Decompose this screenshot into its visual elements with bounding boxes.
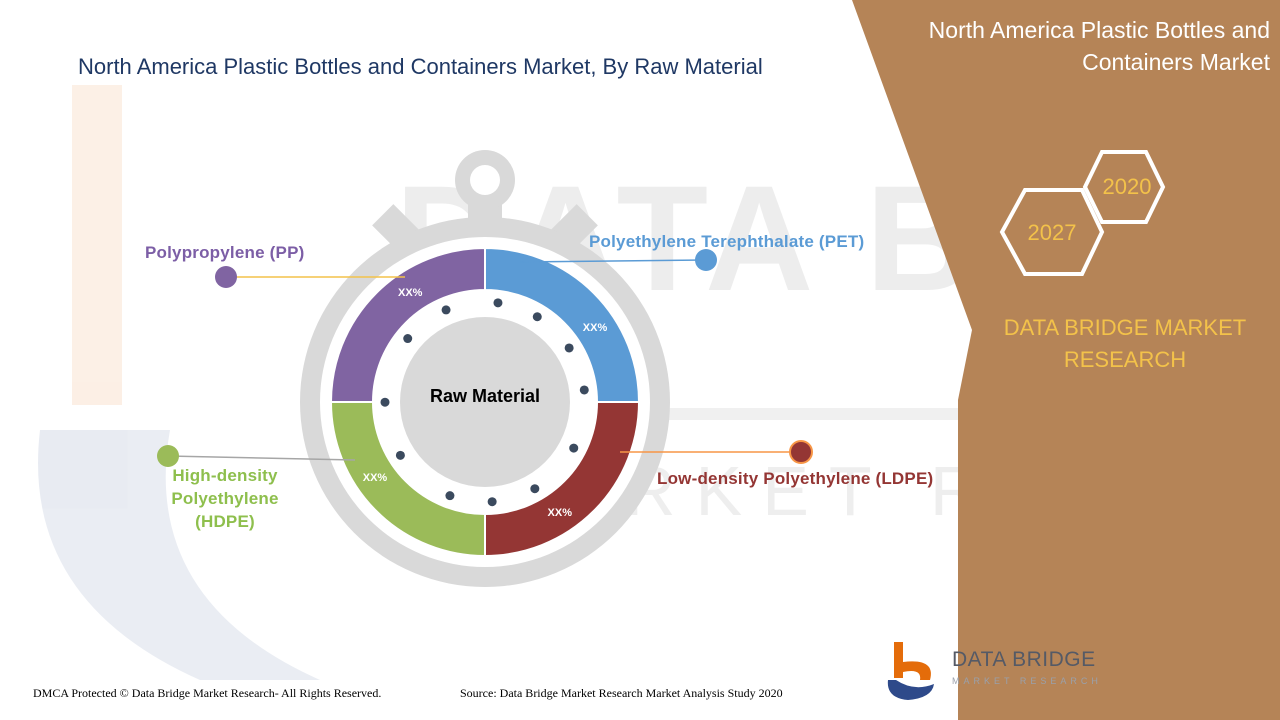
tick-dot-5: [569, 443, 579, 453]
tick-dot-6: [530, 484, 540, 494]
label-pet: Polyethylene Terephthalate (PET): [589, 232, 865, 251]
tick-dot-10: [380, 397, 390, 407]
tick-dot-3: [564, 343, 574, 353]
tick-dot-1: [493, 298, 503, 308]
tick-dot-9: [395, 450, 405, 460]
copyright-footer: DMCA Protected © Data Bridge Market Rese…: [33, 686, 382, 700]
label-hdpe-line-1: High-density: [172, 466, 278, 485]
tick-dot-7: [487, 497, 497, 507]
percent-labels: XX% XX% XX% XX%: [363, 287, 608, 519]
tick-dot-11: [403, 334, 413, 344]
panel-title: North America Plastic Bottles and Contai…: [928, 17, 1270, 75]
hexagon-2020: [1082, 150, 1166, 224]
center-label: Raw Material: [429, 386, 541, 406]
label-pp: Polypropylene (PP): [145, 243, 305, 262]
leader-line-0: [519, 259, 706, 263]
tick-dot-2: [532, 312, 542, 322]
slice-label-3: XX%: [398, 287, 423, 299]
tick-dot-4: [579, 385, 589, 395]
leader-lines: [157, 249, 813, 467]
leader-marker-3: [215, 266, 237, 288]
hexagon-2027: [999, 188, 1105, 276]
logo-name: DATA BRIDGE: [952, 648, 1096, 671]
leader-marker-0: [695, 249, 717, 271]
logo-tagline: MARKET RESEARCH: [952, 676, 1102, 686]
leader-marker-1: [789, 440, 813, 464]
brand-text: DATA BRIDGE MARKET RESEARCH: [1003, 315, 1247, 372]
year-2020-label: 2020: [1102, 174, 1152, 199]
data-bridge-logo-icon: [887, 642, 934, 700]
slice-label-1: XX%: [548, 507, 573, 519]
source-footer: Source: Data Bridge Market Research Mark…: [460, 686, 783, 700]
slice-3: [329, 246, 486, 403]
donut-chart: [329, 246, 641, 558]
tick-dot-8: [445, 491, 455, 501]
label-hdpe-line-2: Polyethylene: [171, 489, 279, 508]
year-2027-label: 2027: [1027, 220, 1077, 245]
label-hdpe-line-3: (HDPE): [195, 512, 255, 531]
slice-label-0: XX%: [583, 322, 608, 334]
leader-marker-2: [157, 445, 179, 467]
side-panel: [852, 0, 1280, 720]
leader-line-2: [167, 455, 356, 461]
tick-dot-0: [441, 305, 451, 315]
label-ldpe: Low-density Polyethylene (LDPE): [657, 469, 934, 488]
label-hdpe: High-density Polyethylene (HDPE): [140, 464, 310, 533]
slice-label-2: XX%: [363, 472, 388, 484]
tick-dots: [380, 298, 589, 507]
center-circle: [400, 317, 570, 487]
chart-title: North America Plastic Bottles and Contai…: [78, 54, 763, 79]
